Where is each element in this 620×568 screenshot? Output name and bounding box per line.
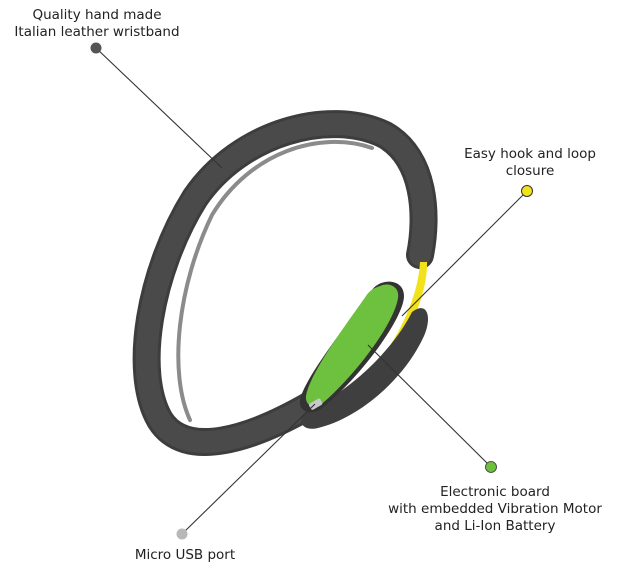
leader-line-usb	[181, 403, 316, 535]
leader-line-leather	[95, 47, 223, 169]
callout-leather-line-1: Quality hand made	[32, 7, 162, 23]
callout-hook-loop-closure: Easy hook and loop closure	[440, 146, 620, 180]
callout-closure-line-1: Easy hook and loop	[464, 146, 596, 162]
wristband-body	[135, 113, 435, 453]
callout-dot-usb	[176, 528, 188, 540]
callout-electronic-board: Electronic board with embedded Vibration…	[370, 484, 620, 535]
callout-dot-board	[485, 461, 497, 473]
leader-line-closure	[401, 190, 528, 317]
wristband-highlight	[176, 140, 374, 422]
leader-line-board	[367, 344, 492, 468]
callout-board-line-1: Electronic board	[440, 484, 550, 500]
callout-micro-usb-port: Micro USB port	[110, 547, 260, 564]
callout-dot-closure	[521, 185, 533, 197]
electronic-board	[305, 284, 399, 407]
callout-leather-line-2: Italian leather wristband	[14, 24, 180, 40]
leader-lines	[95, 47, 528, 535]
callout-board-line-2: with embedded Vibration Motor	[388, 501, 602, 517]
callout-leather-wristband: Quality hand made Italian leather wristb…	[2, 7, 192, 41]
callout-closure-line-2: closure	[505, 163, 555, 179]
callout-dot-leather	[90, 42, 102, 54]
callout-board-line-3: and Li-Ion Battery	[434, 518, 556, 534]
callout-usb-line-1: Micro USB port	[134, 547, 236, 563]
wristband	[132, 110, 438, 456]
